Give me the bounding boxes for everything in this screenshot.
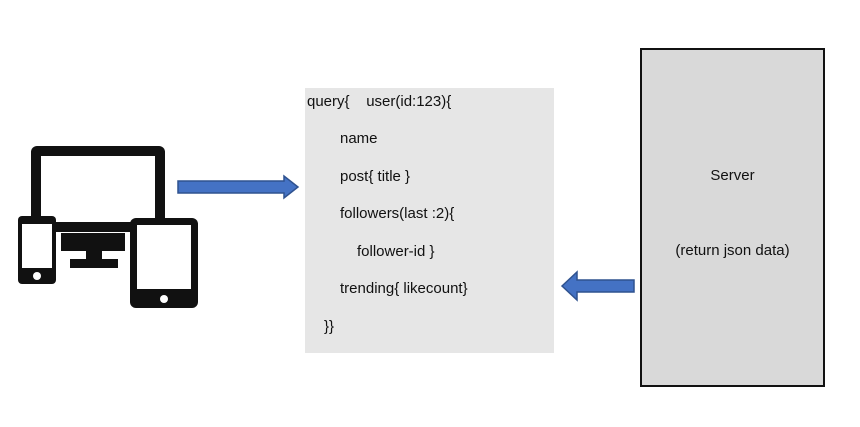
- query-line: post{ title }: [340, 168, 411, 185]
- query-line: trending{ likecount}: [340, 280, 468, 297]
- server-subtitle: (return json data): [675, 242, 790, 259]
- tablet-icon: [130, 218, 198, 308]
- query-line: }}: [324, 318, 335, 335]
- graphql-query-box: query{ user(id:123){ name post{ title } …: [305, 88, 554, 353]
- query-line: query{ user(id:123){: [307, 93, 452, 110]
- server-title: Server: [710, 167, 755, 184]
- query-line: follower-id }: [357, 243, 435, 260]
- query-line: followers(last :2){: [340, 205, 455, 222]
- phone-icon: [18, 216, 56, 284]
- monitor-icon: [31, 146, 165, 268]
- query-line: name: [340, 130, 378, 147]
- arrow-right-icon: [177, 174, 300, 200]
- server-box: Server (return json data): [640, 48, 825, 387]
- arrow-left-icon: [560, 270, 635, 302]
